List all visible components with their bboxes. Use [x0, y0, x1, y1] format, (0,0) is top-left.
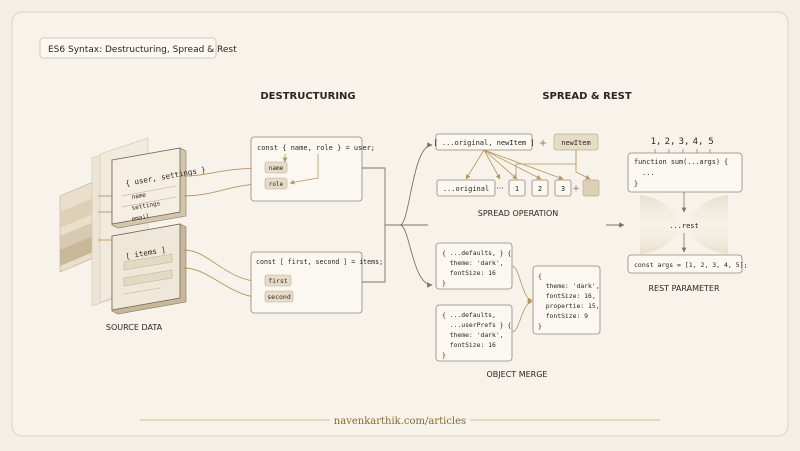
source-field-settings: settings [131, 200, 161, 212]
rest-funnel [640, 195, 728, 254]
rest-arg-1: 1, [651, 137, 662, 147]
defaults-line-3: fontSize: 16 [442, 269, 496, 277]
user-prefs-line-5: } [442, 351, 446, 359]
spread-dots: ··· [496, 184, 504, 193]
var-role: role [269, 181, 284, 188]
object-destructure-links [282, 154, 319, 185]
merge-result-card [532, 265, 601, 335]
label-object-merge: OBJECT MERGE [487, 370, 548, 379]
rest-label: ...rest [669, 222, 699, 230]
section-spread-rest: SPREAD & REST [542, 91, 632, 102]
center-connectors [362, 142, 433, 288]
defaults-line-4: } [442, 279, 446, 287]
var-chip-name [264, 161, 288, 174]
item-chip-1 [508, 179, 526, 197]
source-field-name: name [131, 191, 147, 200]
source-field-email: email [131, 213, 150, 223]
spread-fan-lines [465, 149, 591, 180]
item-1: 1 [515, 185, 519, 193]
rest-arg-5: 5 [708, 137, 713, 147]
user-prefs-line-4: fontSize: 16 [442, 341, 496, 349]
new-item-label: newItem [561, 139, 591, 147]
title-box [39, 37, 217, 59]
function-line-2: ... [634, 169, 654, 177]
sum-function-card [627, 152, 743, 193]
item-chip-2 [531, 179, 549, 197]
result-line-2: theme: 'dark', [538, 282, 600, 290]
result-line-5: fontSize: 9 [538, 312, 588, 320]
footer-link[interactable]: navenkarthik.com/articles [334, 416, 466, 427]
defaults-line-1: { ...defaults, } { [442, 249, 511, 257]
rest-arg-4: 4, [693, 137, 704, 147]
item-3: 3 [561, 185, 565, 193]
section-destructuring: DESTRUCTURING [260, 91, 355, 102]
label-spread-operation: SPREAD OPERATION [478, 209, 558, 218]
merge-connectors [511, 265, 533, 333]
array-destructure-code: const [ first, second ] = items; [256, 258, 383, 266]
result-line-3: fontSize: 16, [538, 292, 596, 300]
function-line-3: } [634, 180, 638, 188]
var-first: first [268, 277, 288, 285]
rest-arg-3: 3, [679, 137, 690, 147]
object-destructure-code: const { name, role } = user; [257, 144, 375, 152]
source-data-stack [59, 137, 187, 315]
var-chip-role [264, 177, 288, 190]
defaults-line-2: theme: 'dark', [442, 259, 504, 267]
function-line-1: function sum(...args) { [634, 158, 728, 166]
original-label: ...original [443, 185, 489, 193]
user-prefs-card [435, 304, 513, 362]
result-line-4: propertie: 15, [538, 302, 600, 310]
new-item-slot [582, 179, 600, 197]
result-line-1: { [538, 272, 542, 280]
var-second: second [267, 293, 291, 301]
spread-plus: + [539, 138, 547, 149]
args-result-card [627, 254, 743, 274]
user-prefs-line-3: theme: 'dark', [442, 331, 504, 339]
item-chip-3 [554, 179, 572, 197]
var-name: name [269, 165, 284, 172]
user-prefs-line-2: ...userPrefs } { [442, 321, 511, 329]
spread-plus-2: + [572, 184, 580, 194]
label-source-data: SOURCE DATA [106, 323, 163, 332]
var-chip-second [264, 290, 294, 303]
result-line-6: } [538, 322, 542, 330]
diagram-title: ES6 Syntax: Destructuring, Spread & Rest [48, 45, 237, 55]
original-chip [436, 179, 496, 197]
item-2: 2 [538, 185, 542, 193]
var-chip-first [264, 274, 292, 287]
user-prefs-line-1: { ...defaults, [442, 311, 496, 319]
rest-arg-2: 2, [665, 137, 676, 147]
spread-expression: [ ...original, newItem ] [433, 139, 534, 147]
label-rest-parameter: REST PARAMETER [648, 284, 720, 293]
args-result-code: const args = [1, 2, 3, 4, 5]; [634, 261, 748, 269]
